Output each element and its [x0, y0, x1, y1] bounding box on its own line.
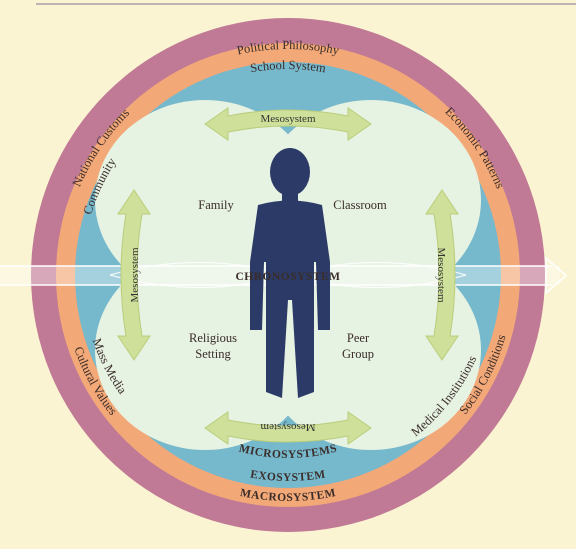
mesosystem-label-bottom: Mesosystem [260, 421, 315, 433]
mesosystem-label-left: Mesosystem [129, 247, 141, 302]
micro-item-peer: Peer [347, 331, 370, 345]
mesosystem-arrow-top [204, 107, 372, 141]
micro-item-religious: Religious [189, 331, 237, 345]
mesosystem-arrow-bottom [204, 411, 372, 445]
exosystem-title: EXOSYSTEM [249, 469, 326, 484]
child-silhouette-icon [250, 148, 330, 398]
mesosystem-arrow-left [117, 189, 151, 361]
mesosystem-label-right: Mesosystem [435, 248, 447, 303]
macrosystem-title: MACROSYSTEM [239, 487, 337, 504]
micro-item-family: Family [198, 198, 234, 212]
micro-item-setting: Setting [195, 347, 231, 361]
mesosystem-arrow-right [425, 189, 459, 361]
macro-item-political-philosophy: Political Philosophy [236, 38, 342, 58]
mesosystem-label-top: Mesosystem [261, 113, 316, 125]
mesosystem-arrows [117, 107, 459, 445]
chronosystem-title: CHRONOSYSTEM [235, 271, 340, 283]
exo-item-school-system: School System [249, 58, 327, 75]
micro-item-classroom: Classroom [333, 198, 387, 212]
micro-item-group: Group [342, 347, 374, 361]
